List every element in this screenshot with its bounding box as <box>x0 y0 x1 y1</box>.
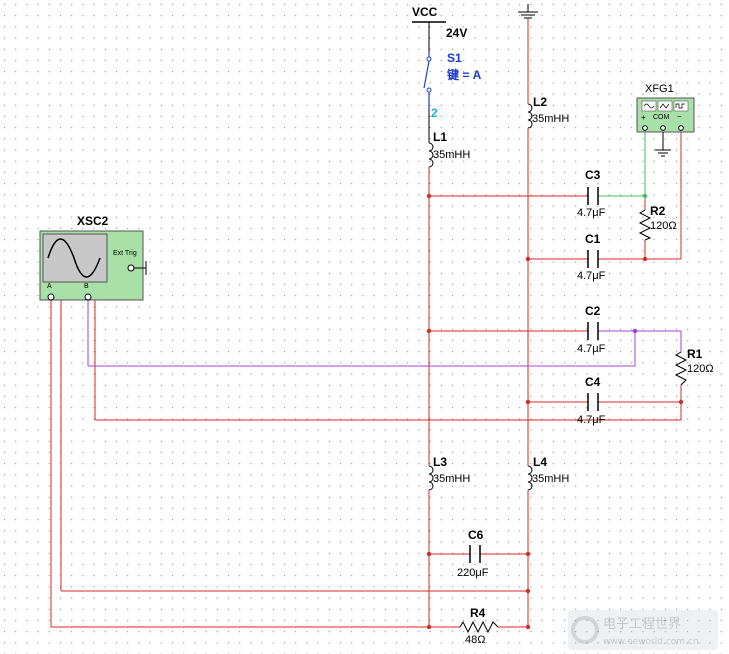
vcc-supply[interactable] <box>412 21 446 52</box>
capacitor-c6-name: C6 <box>468 528 484 542</box>
vcc-label: VCC <box>412 5 438 19</box>
capacitor-c3-value: 4.7μF <box>577 207 606 219</box>
inductor-l1[interactable] <box>428 135 434 168</box>
oscilloscope-name: XSC2 <box>77 214 109 228</box>
capacitor-c3[interactable] <box>587 187 599 205</box>
switch-s1[interactable] <box>423 52 432 135</box>
capacitor-c6[interactable] <box>469 545 481 563</box>
svg-text:www.eeworld.com.cn: www.eeworld.com.cn <box>603 637 699 647</box>
square-wave-icon <box>675 103 685 109</box>
inductor-l3[interactable] <box>428 465 434 491</box>
inductor-l3-value: 35mHH <box>433 473 471 485</box>
vcc-voltage-label: 24V <box>446 26 468 40</box>
sine-wave-icon <box>643 103 655 109</box>
inductor-l4-name: L4 <box>533 455 548 469</box>
watermark-logo: 电子工程世界 www.eeworld.com.cn <box>568 610 718 650</box>
waveform-display-icon <box>47 238 101 278</box>
inductor-l2-value: 35mHH <box>532 113 570 125</box>
resistor-r2-value: 120Ω <box>650 220 677 232</box>
capacitor-c1-value: 4.7μF <box>577 270 606 282</box>
oscilloscope-channel-a-label: A <box>47 283 52 290</box>
svg-text:电子工程世界: 电子工程世界 <box>603 617 681 632</box>
purple-wiring[interactable] <box>87 300 682 367</box>
inductor-l2-name: L2 <box>533 95 548 109</box>
capacitor-c2-value: 4.7μF <box>577 343 606 355</box>
capacitor-c2-name: C2 <box>585 304 601 318</box>
capacitor-c1[interactable] <box>587 250 599 268</box>
capacitor-c3-name: C3 <box>585 168 601 182</box>
red-wiring[interactable] <box>50 18 682 628</box>
capacitor-c6-value: 220μF <box>457 567 489 579</box>
resistor-r1-value: 120Ω <box>687 363 714 375</box>
function-generator-name: XFG1 <box>645 83 674 95</box>
resistor-r2[interactable] <box>638 209 652 241</box>
inductor-l4-value: 35mHH <box>532 473 570 485</box>
oscilloscope-channel-b-label: B <box>84 283 89 290</box>
inductor-l3-name: L3 <box>433 455 448 469</box>
capacitor-c4[interactable] <box>587 393 599 411</box>
inductor-l1-name: L1 <box>433 130 448 144</box>
switch-pin-label: 2 <box>431 106 438 120</box>
xfg1-com-label: COM <box>653 114 670 121</box>
switch-key-label: 键 = A <box>447 68 482 82</box>
resistor-r4-name: R4 <box>470 606 486 620</box>
xfg1-plus-label: + <box>641 113 646 122</box>
inductor-l1-value: 35mHH <box>433 149 471 161</box>
resistor-r1[interactable] <box>674 351 688 386</box>
green-wiring[interactable] <box>598 132 646 197</box>
capacitor-c4-value: 4.7μF <box>577 414 606 426</box>
resistor-r4[interactable] <box>459 620 499 634</box>
oscilloscope-xsc2[interactable] <box>39 230 147 301</box>
xfg1-minus-label: − <box>677 112 682 121</box>
function-generator-xfg1[interactable] <box>636 97 695 157</box>
switch-name-label: S1 <box>447 51 462 65</box>
oscilloscope-trigger-label: Ext Trig <box>113 250 137 257</box>
junction-dots <box>426 193 684 630</box>
capacitor-c2[interactable] <box>587 322 599 340</box>
resistor-r4-value: 48Ω <box>465 634 486 646</box>
resistor-r2-name: R2 <box>650 204 666 218</box>
inductor-l4[interactable] <box>527 465 533 491</box>
resistor-r1-name: R1 <box>687 347 703 361</box>
capacitor-c1-name: C1 <box>585 232 601 246</box>
triangle-wave-icon <box>659 103 670 109</box>
capacitor-c4-name: C4 <box>585 375 601 389</box>
inductor-l2[interactable] <box>527 103 533 129</box>
